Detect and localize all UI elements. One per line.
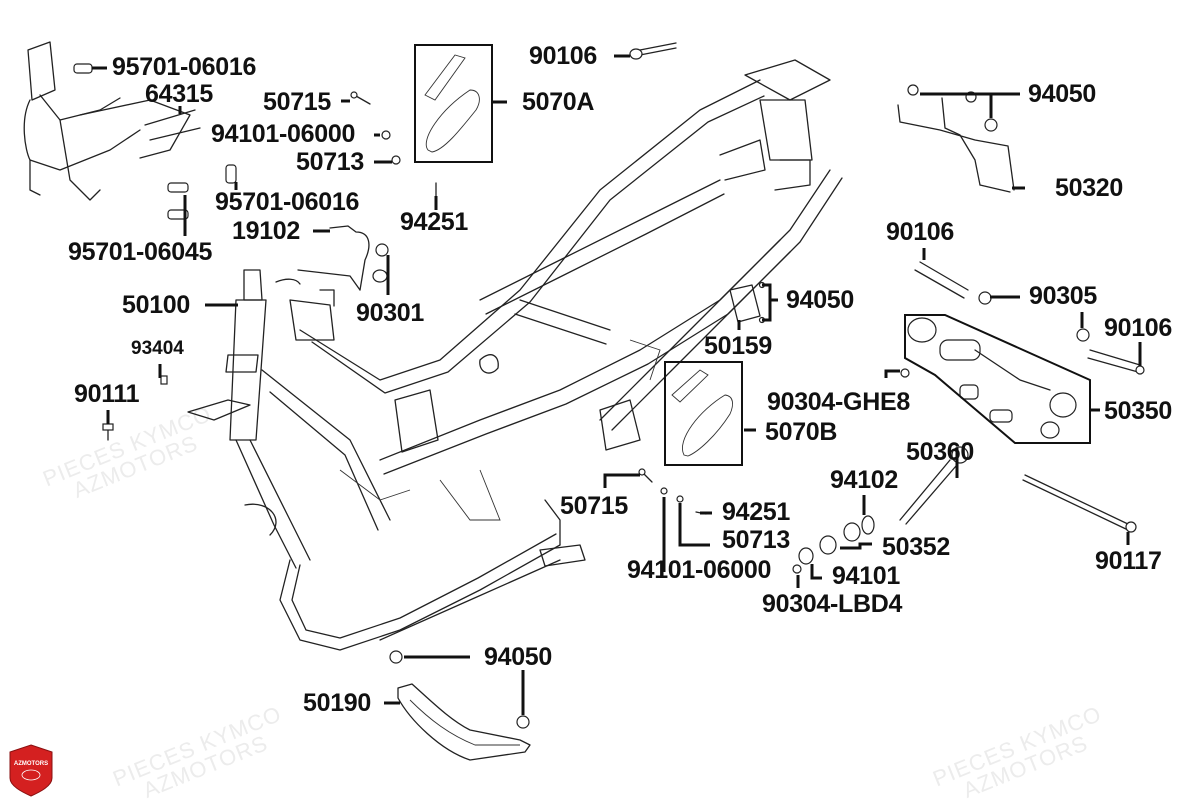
part-label: 94251 [722, 498, 791, 526]
azmotors-logo-emblem [21, 769, 41, 781]
leader-lines [92, 54, 1142, 715]
part-label: 90117 [1095, 547, 1162, 575]
part-label: 90106 [1104, 314, 1173, 342]
part-label: 94101-06000 [211, 120, 356, 148]
part-label: 94050 [1028, 80, 1097, 108]
part-label: 90106 [529, 42, 598, 70]
part-label: 90301 [356, 299, 425, 327]
part-label: 50350 [1104, 397, 1173, 425]
part-label: 90304-LBD4 [762, 590, 903, 618]
part-label: 64315 [145, 80, 214, 108]
kit-box-5070A [414, 44, 493, 163]
part-label: 5070B [765, 418, 838, 446]
part-label: 95701-06045 [68, 238, 213, 266]
azmotors-logo [9, 744, 53, 797]
part-label: 95701-06016 [215, 188, 360, 216]
part-label: 90304-GHE8 [767, 388, 910, 416]
part-label: 90106 [886, 218, 955, 246]
part-label: 90111 [74, 380, 140, 408]
part-label: 50159 [704, 332, 773, 360]
part-label: 50100 [122, 291, 191, 319]
small-parts [73, 42, 1145, 761]
sub-frame-64315 [23, 41, 201, 201]
part-label: 94050 [786, 286, 855, 314]
part-label: 95701-06016 [112, 53, 257, 81]
part-label: 93404 [131, 338, 184, 359]
kit-box-50350 [904, 314, 1091, 444]
part-label: 50352 [882, 533, 951, 561]
part-label: 94102 [830, 466, 899, 494]
part-label: 50360 [906, 438, 975, 466]
main-frame [187, 59, 843, 651]
part-label: 50715 [560, 492, 629, 520]
part-label: 50320 [1055, 174, 1124, 202]
kit-box-5070B [664, 361, 743, 466]
part-label: 94251 [400, 208, 469, 236]
part-label: 50713 [296, 148, 365, 176]
part-label: 19102 [232, 217, 301, 245]
part-label: 94101 [832, 562, 901, 590]
part-label: 5070A [522, 88, 595, 116]
logo-text: AZMOTORS [13, 761, 49, 767]
part-label: 90305 [1029, 282, 1098, 310]
part-label: 94101-06000 [627, 556, 772, 584]
part-label: 50713 [722, 526, 791, 554]
part-label: 50190 [303, 689, 372, 717]
part-label: 94050 [484, 643, 553, 671]
part-label: 50715 [263, 88, 332, 116]
